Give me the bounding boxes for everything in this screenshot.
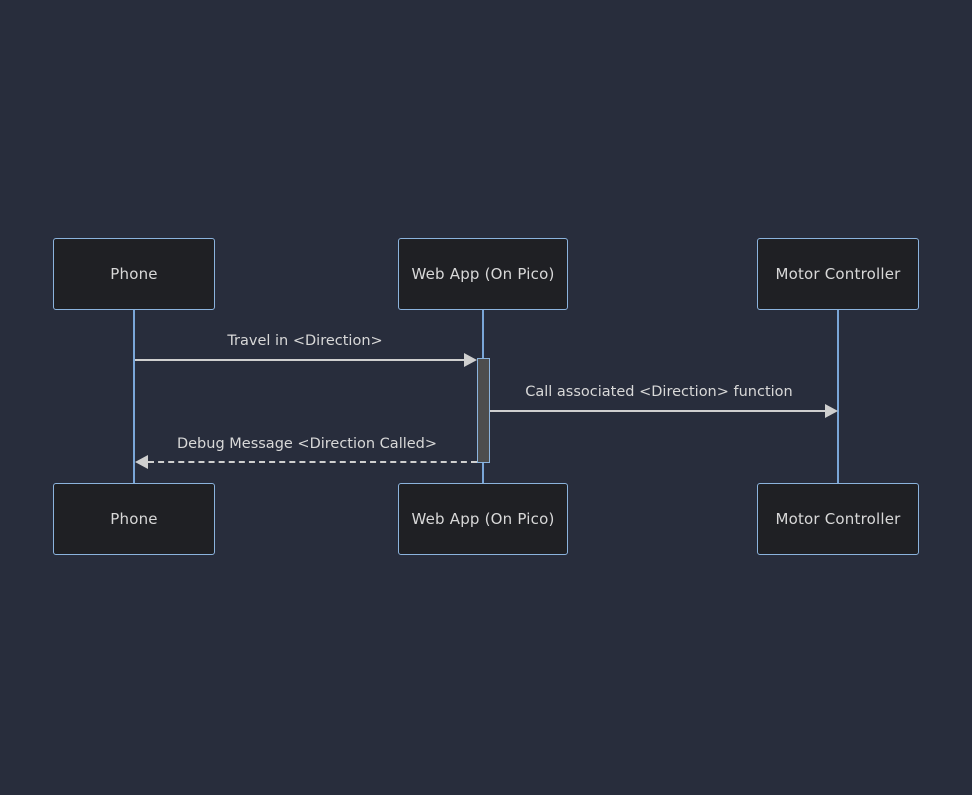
actor-label-phone: Phone	[110, 264, 158, 283]
actor-box-motor-top[interactable]: Motor Controller	[757, 238, 919, 310]
arrowhead-msg-travel	[464, 353, 477, 367]
actor-box-motor-bottom[interactable]: Motor Controller	[757, 483, 919, 555]
actor-label-webapp: Web App (On Pico)	[411, 264, 555, 283]
lifeline-phone	[133, 310, 135, 483]
actor-box-webapp-top[interactable]: Web App (On Pico)	[398, 238, 568, 310]
arrowhead-msg-call-function	[825, 404, 838, 418]
actor-label-phone: Phone	[110, 509, 158, 528]
actor-box-webapp-bottom[interactable]: Web App (On Pico)	[398, 483, 568, 555]
message-line-msg-call-function	[490, 410, 825, 412]
activation-bar-webapp	[477, 358, 490, 463]
actor-box-phone-bottom[interactable]: Phone	[53, 483, 215, 555]
actor-label-motor: Motor Controller	[775, 509, 901, 528]
actor-label-webapp: Web App (On Pico)	[411, 509, 555, 528]
arrowhead-msg-debug	[135, 455, 148, 469]
message-label-msg-travel: Travel in <Direction>	[227, 333, 383, 349]
actor-box-phone-top[interactable]: Phone	[53, 238, 215, 310]
lifeline-motor	[837, 310, 839, 483]
message-line-msg-travel	[135, 359, 464, 361]
actor-label-motor: Motor Controller	[775, 264, 901, 283]
message-label-msg-debug: Debug Message <Direction Called>	[176, 436, 438, 452]
message-label-msg-call-function: Call associated <Direction> function	[525, 384, 793, 400]
message-line-msg-debug	[148, 461, 477, 463]
